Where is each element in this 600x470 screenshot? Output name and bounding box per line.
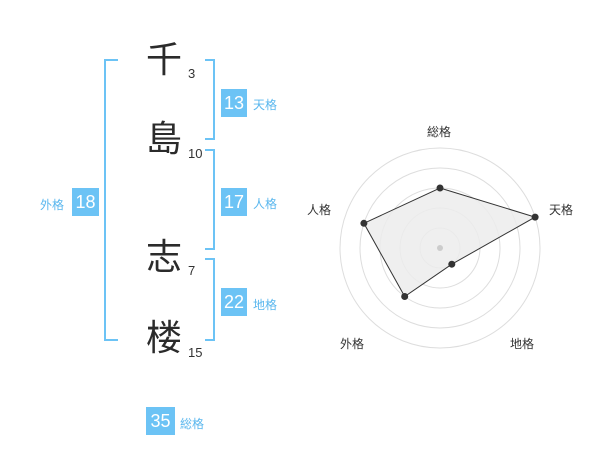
jinkaku-value: 17 [221, 188, 247, 216]
radar-point [531, 213, 539, 221]
soukaku-value: 35 [146, 407, 175, 435]
name-char-2: 島 [145, 119, 182, 160]
tenkaku-value: 13 [221, 89, 247, 117]
radar-axis-label-soukaku: 総格 [427, 125, 452, 139]
radar-center-dot [437, 245, 443, 251]
radar-ring [339, 147, 541, 349]
gaikaku-label: 外格 [40, 198, 65, 212]
jinkaku-bracket [205, 149, 215, 250]
stroke-count-1: 3 [188, 66, 196, 81]
name-char-3: 志 [145, 237, 182, 278]
gaikaku-value: 18 [72, 188, 99, 216]
gaikaku-bracket [104, 59, 118, 341]
radar-point [436, 184, 444, 192]
stroke-count-4: 15 [188, 345, 203, 360]
stroke-count-2: 10 [188, 146, 203, 161]
chikaku-value: 22 [221, 288, 247, 316]
radar-axis-label-gaikaku: 外格 [340, 337, 365, 351]
radar-point [360, 219, 368, 227]
chikaku-bracket [205, 258, 215, 341]
radar-axis-label-tenkaku: 天格 [549, 203, 574, 217]
radar-point [448, 260, 456, 268]
name-char-4: 楼 [145, 318, 182, 359]
radar-point [401, 293, 409, 300]
soukaku-label: 総格 [180, 417, 205, 431]
radar-axis-label-chikaku: 地格 [510, 337, 535, 351]
name-char-1: 千 [145, 40, 182, 81]
radar-axis-label-jinkaku: 人格 [307, 203, 332, 217]
tenkaku-bracket [205, 59, 215, 140]
jinkaku-label: 人格 [253, 197, 278, 211]
radar-ring [359, 167, 521, 329]
tenkaku-label: 天格 [253, 98, 278, 112]
radar-data-polygon [363, 187, 537, 298]
chikaku-label: 地格 [253, 298, 278, 312]
stroke-count-3: 7 [188, 263, 196, 278]
